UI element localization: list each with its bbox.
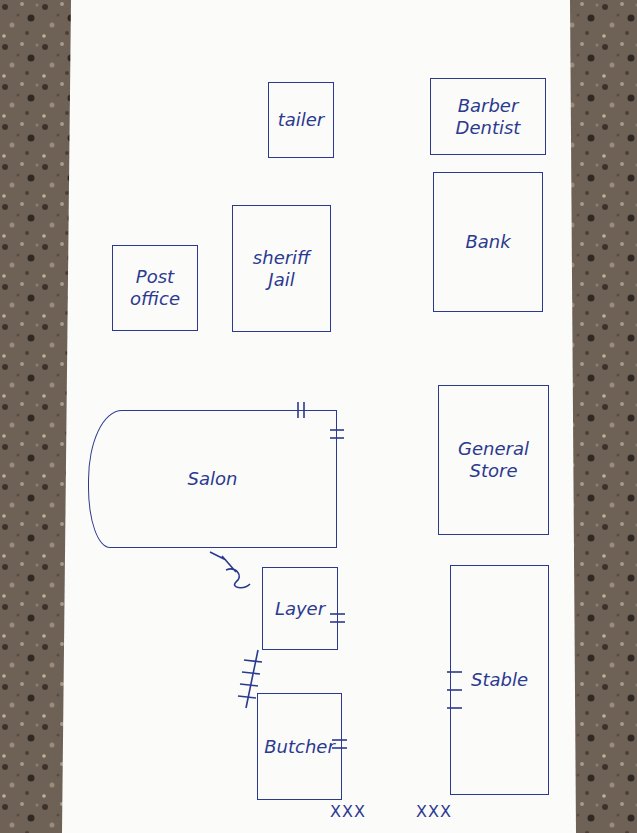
building-name: Post office [119, 266, 191, 309]
paper-sheet [62, 0, 576, 833]
building-name: Layer [275, 598, 325, 620]
building-name: Salon [188, 468, 238, 490]
building-name: Barber Dentist [437, 95, 539, 138]
stable-box: Stable [450, 565, 549, 795]
jail-box: sheriff Jail [232, 205, 331, 332]
building-name: Stable [471, 669, 528, 691]
mark-label: XXX [416, 802, 452, 821]
office-box: Post office [112, 245, 198, 331]
door-marks [210, 402, 462, 748]
building-name: Bank [465, 231, 510, 253]
mark-label: XXX [330, 802, 366, 821]
saloon-box: Salon [88, 410, 337, 548]
building-name: sheriff Jail [239, 247, 324, 290]
building-name: General Store [445, 438, 542, 481]
shop-box: tailer [268, 82, 334, 158]
shop-box: Barber Dentist [430, 78, 546, 155]
store-box: General Store [438, 385, 549, 535]
building-name: tailer [278, 109, 325, 131]
shop-box: Butcher [257, 693, 342, 800]
office-box: Layer [262, 567, 338, 650]
bank-box: Bank [433, 172, 543, 312]
building-name: Butcher [264, 736, 335, 758]
